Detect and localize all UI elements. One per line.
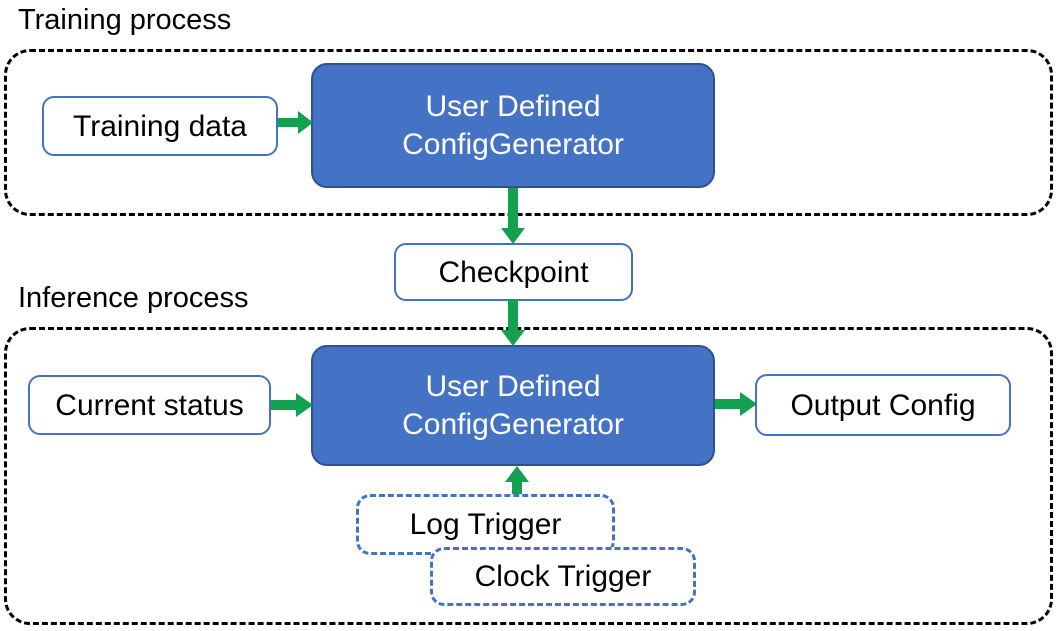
arrow-generator-to-output-config-icon — [715, 388, 759, 420]
node-output-config-label: Output Config — [790, 388, 976, 422]
node-log-trigger-label: Log Trigger — [409, 507, 562, 541]
training-process-container — [4, 49, 1053, 216]
node-generator-training-label-line2: ConfigGenerator — [402, 127, 624, 161]
inference-process-container — [4, 327, 1053, 625]
node-current-status-label: Current status — [55, 388, 244, 422]
node-user-defined-configgenerator-training[interactable]: User Defined ConfigGenerator — [311, 63, 715, 188]
section-title-training: Training process — [18, 4, 232, 36]
node-generator-inference-label-line2: ConfigGenerator — [402, 407, 624, 441]
node-checkpoint[interactable]: Checkpoint — [394, 243, 633, 301]
node-output-config[interactable]: Output Config — [755, 374, 1011, 436]
node-generator-training-label-line1: User Defined — [425, 90, 601, 123]
node-generator-inference-label-line1: User Defined — [425, 370, 601, 403]
arrow-checkpoint-to-generator-icon — [498, 300, 528, 348]
node-checkpoint-label: Checkpoint — [438, 255, 589, 289]
arrow-current-status-to-generator-icon — [271, 389, 315, 421]
arrow-training-data-to-generator-icon — [278, 108, 314, 138]
node-log-trigger[interactable]: Log Trigger — [356, 494, 615, 555]
node-training-data[interactable]: Training data — [42, 96, 278, 156]
section-title-inference: Inference process — [18, 282, 249, 314]
node-user-defined-configgenerator-inference[interactable]: User Defined ConfigGenerator — [311, 345, 715, 466]
arrow-triggers-to-generator-icon — [502, 466, 532, 500]
node-clock-trigger-label: Clock Trigger — [474, 559, 652, 593]
node-training-data-label: Training data — [73, 109, 247, 143]
node-clock-trigger[interactable]: Clock Trigger — [430, 547, 696, 606]
node-current-status[interactable]: Current status — [28, 375, 271, 435]
arrow-generator-to-checkpoint-icon — [498, 188, 528, 246]
